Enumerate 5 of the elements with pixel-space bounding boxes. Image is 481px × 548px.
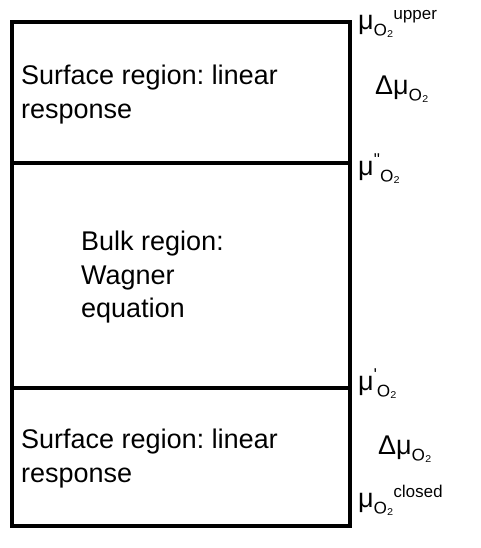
region-label: Surface region: linear response [21, 423, 279, 490]
region-label: Surface region: linear response [21, 58, 279, 126]
chemical-potential-label: Δμ$_{O₂}$ [375, 70, 428, 106]
chemical-potential-label: Δμ$_{O₂}$ [378, 430, 432, 466]
region-label: Bulk region: Wagner equation [81, 224, 225, 326]
